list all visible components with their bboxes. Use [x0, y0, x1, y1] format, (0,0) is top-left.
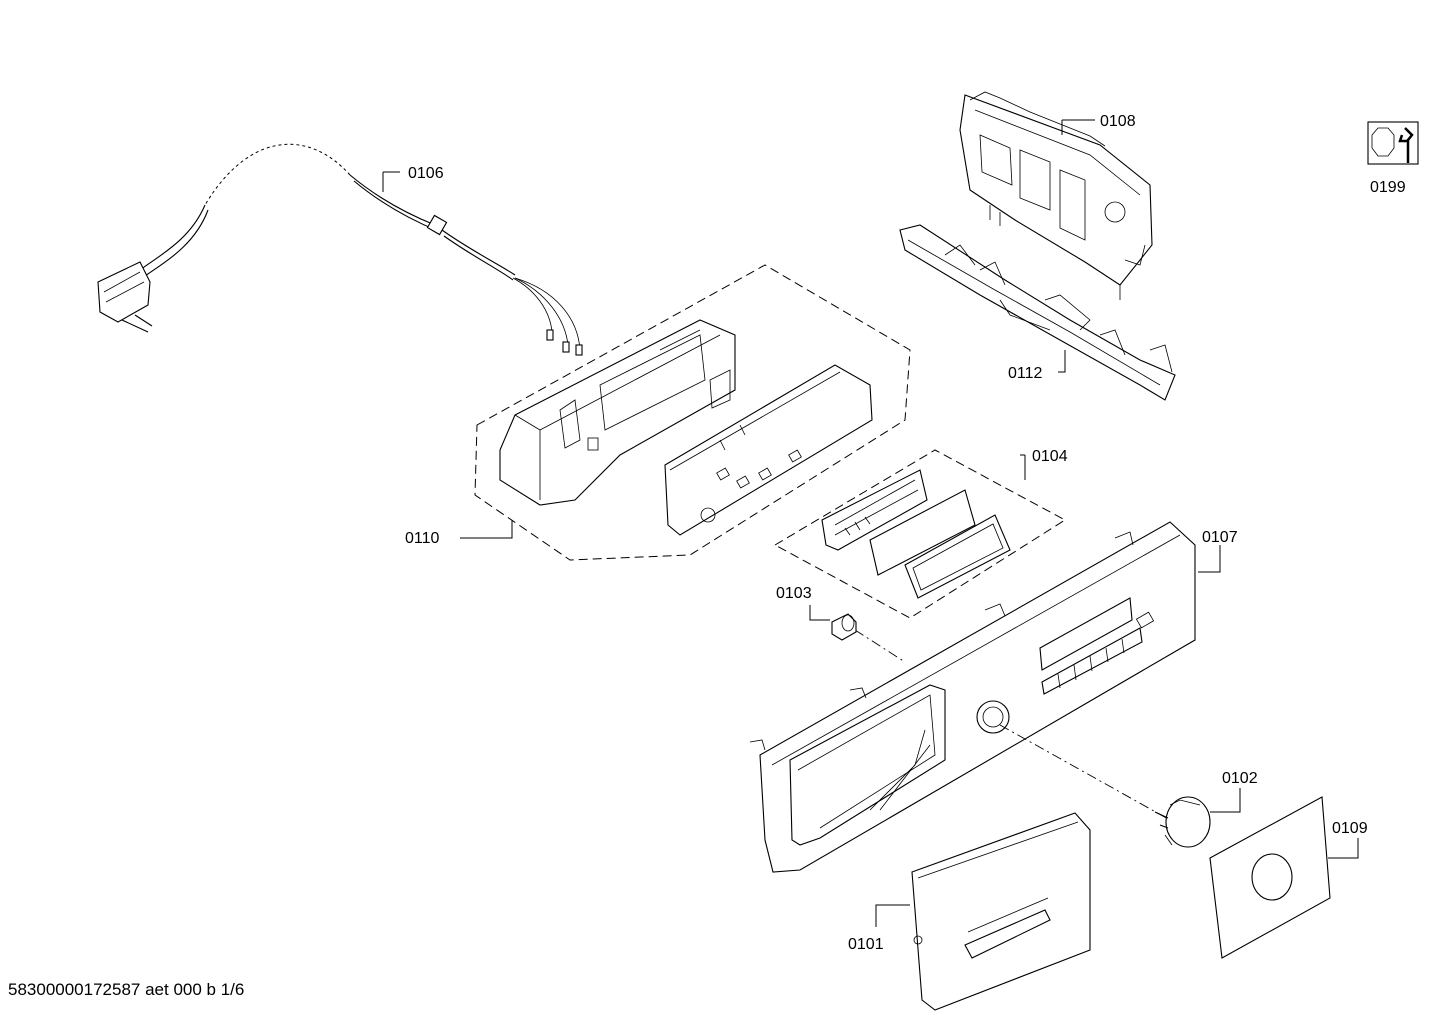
assembly-line-button [854, 629, 906, 663]
leader-0102 [1210, 788, 1241, 813]
label-0106: 0106 [408, 165, 444, 182]
fascia-panel [749, 521, 1196, 873]
drawer-handle [911, 812, 1091, 1011]
assembly-line-knob [999, 724, 1171, 821]
power-cord [97, 143, 583, 356]
leader-0108 [1061, 119, 1095, 135]
group-outline-0110 [474, 264, 911, 561]
label-0104: 0104 [1032, 448, 1068, 465]
label-0112: 0112 [1008, 365, 1043, 382]
leader-0107 [1198, 545, 1221, 573]
display-frame [904, 514, 1011, 599]
display-unit [821, 469, 928, 551]
power-module [499, 319, 736, 506]
module-holder [899, 224, 1176, 401]
label-0109: 0109 [1332, 820, 1368, 837]
control-module [959, 91, 1153, 300]
leader-0103 [809, 605, 830, 621]
label-0108: 0108 [1100, 113, 1136, 130]
leader-0110 [460, 520, 513, 539]
leader-0112 [1058, 350, 1066, 373]
label-0102: 0102 [1222, 770, 1258, 787]
knob-cover-plate [1209, 796, 1331, 959]
label-0199: 0199 [1370, 179, 1406, 196]
leader-0109 [1328, 838, 1359, 859]
label-0107: 0107 [1202, 529, 1238, 546]
label-0110: 0110 [405, 530, 440, 547]
group-outline-0104 [773, 449, 1066, 619]
wrench-icon [1367, 121, 1419, 165]
push-button [831, 613, 857, 641]
display-window [869, 489, 976, 576]
label-0101: 0101 [848, 936, 884, 953]
label-0103: 0103 [776, 585, 812, 602]
leader-0101 [875, 904, 910, 927]
leader-0104 [1020, 454, 1026, 480]
document-footer: 58300000172587 aet 000 b 1/6 [8, 980, 245, 999]
selector-knob [1154, 796, 1211, 848]
circuit-board [664, 364, 873, 536]
